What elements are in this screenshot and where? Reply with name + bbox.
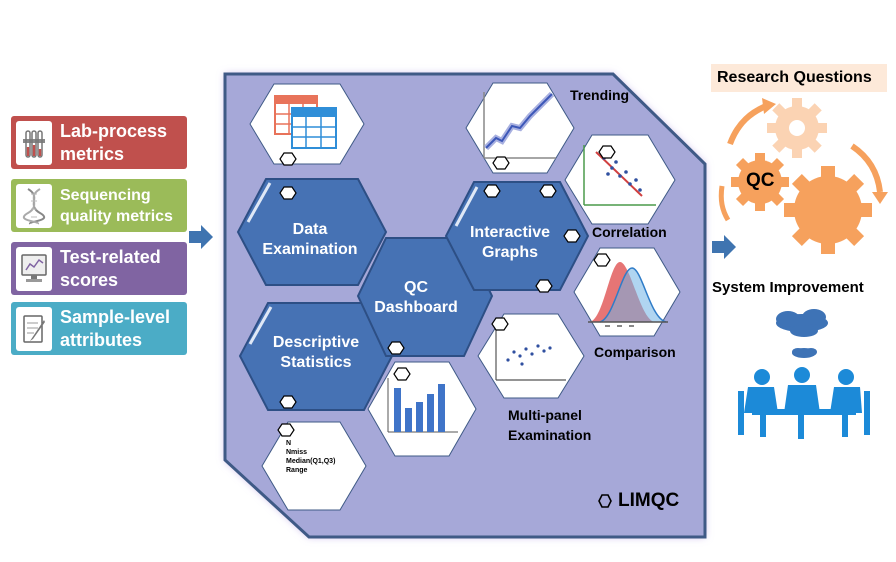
multi-panel-label: Multi-panel Examination bbox=[508, 405, 591, 445]
label-line1: Multi-panel bbox=[508, 407, 582, 423]
trending-chart-icon bbox=[465, 82, 575, 174]
research-questions-banner bbox=[711, 64, 887, 92]
qc-dashboard-label: QC Dashboard bbox=[366, 278, 466, 318]
metric-test-related: Test-related scores bbox=[11, 242, 187, 295]
research-questions-label: Research Questions bbox=[717, 69, 872, 86]
comparison-label: Comparison bbox=[594, 344, 676, 360]
summary-stats-hex bbox=[261, 421, 367, 511]
label-line1: Data bbox=[292, 221, 328, 238]
metric-label-line1: Lab-process bbox=[60, 120, 168, 141]
comparison-density-icon bbox=[573, 247, 681, 337]
interactive-graphs-hex bbox=[444, 181, 590, 293]
limqc-label: LIMQC bbox=[618, 490, 680, 511]
stat-line: Median(Q1,Q3) bbox=[286, 458, 336, 465]
qc-dashboard-hex bbox=[356, 237, 494, 357]
metric-label-line1: Test-related bbox=[60, 246, 161, 267]
limqc-hex-icon bbox=[598, 494, 612, 508]
metric-label-line2: quality metrics bbox=[60, 207, 173, 225]
metric-sequencing-quality: Sequencing quality metrics bbox=[11, 179, 187, 232]
arrow-to-outcomes bbox=[712, 235, 736, 259]
computer-screen-icon bbox=[16, 246, 52, 291]
label-line1: Interactive bbox=[469, 224, 551, 241]
descriptive-statistics-label: Descriptive Statistics bbox=[252, 333, 380, 373]
meeting-people-icon bbox=[738, 309, 870, 439]
clipboard-pencil-icon bbox=[16, 306, 52, 351]
label-line2: Examination bbox=[508, 427, 592, 443]
label-line2: Graphs bbox=[481, 244, 538, 261]
stat-line: Nmiss bbox=[286, 449, 308, 456]
arrow-to-dashboard bbox=[189, 225, 213, 249]
dna-icon bbox=[16, 183, 52, 228]
metric-label-line1: Sample-level bbox=[60, 306, 171, 327]
metric-label-line2: attributes bbox=[60, 329, 143, 350]
metric-label-line1: Sequencing bbox=[60, 186, 151, 204]
metric-lab-process: Lab-process metrics bbox=[11, 116, 187, 169]
multi-panel-scatter-icon bbox=[477, 313, 585, 399]
bar-chart-icon bbox=[367, 361, 477, 457]
label-line2: Dashboard bbox=[374, 299, 458, 316]
label-line1: QC bbox=[404, 279, 428, 296]
gears-cycle-icon bbox=[718, 98, 888, 254]
qc-gear-label: QC bbox=[746, 170, 775, 191]
label-line1: Descriptive bbox=[272, 334, 360, 351]
system-improvement-label: System Improvement bbox=[712, 279, 864, 296]
data-examination-label: Data Examination bbox=[248, 220, 372, 260]
test-tubes-icon bbox=[16, 120, 52, 165]
trending-label: Trending bbox=[570, 87, 630, 103]
interactive-graphs-label: Interactive Graphs bbox=[460, 223, 560, 263]
label-line2: Examination bbox=[262, 241, 358, 258]
metric-label-line2: metrics bbox=[60, 143, 125, 164]
correlation-scatter-icon bbox=[564, 134, 676, 225]
table-icon bbox=[249, 83, 365, 166]
metric-label-line2: scores bbox=[60, 269, 119, 290]
correlation-label: Correlation bbox=[592, 224, 667, 240]
label-line2: Statistics bbox=[280, 354, 352, 371]
summary-stats-text: N Nmiss Median(Q1,Q3) Range bbox=[286, 439, 335, 475]
stat-line: Range bbox=[286, 467, 308, 474]
data-examination-hex bbox=[236, 178, 388, 286]
stat-line: N bbox=[286, 440, 292, 447]
metric-sample-level: Sample-level attributes bbox=[11, 302, 187, 355]
